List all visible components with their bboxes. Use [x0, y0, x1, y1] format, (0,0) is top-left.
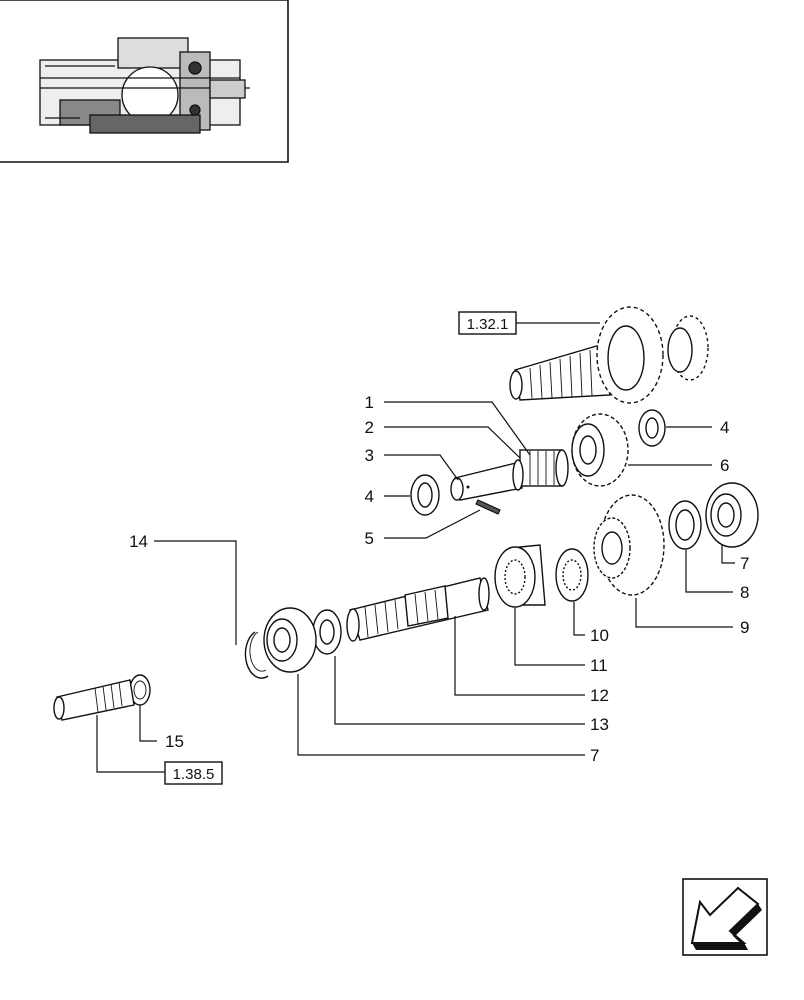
part-8-snap-ring	[668, 500, 702, 550]
part-3-shaft	[450, 459, 524, 501]
callout-7-right: 7	[740, 554, 749, 573]
callout-12: 12	[590, 686, 609, 705]
leader-lines	[139, 401, 735, 756]
callout-4-left: 4	[365, 487, 374, 506]
callout-5: 5	[365, 529, 374, 548]
back-arrow-icon	[690, 886, 762, 950]
part-9-double-gear	[593, 494, 665, 596]
part-6-gear	[571, 413, 629, 487]
callout-4-right: 4	[720, 418, 729, 437]
callout-7-left: 7	[590, 746, 599, 765]
part-7-bearing-left	[263, 607, 317, 673]
callout-15: 15	[165, 732, 184, 751]
callout-3: 3	[365, 446, 374, 465]
reference-bottom-label: 1.38.5	[173, 766, 215, 783]
callout-6: 6	[720, 456, 729, 475]
callout-1: 1	[365, 393, 374, 412]
reference-box-top[interactable]: 1.32.1	[458, 311, 600, 335]
part-13-washer	[312, 609, 342, 655]
part-1-splined-hub	[519, 449, 569, 487]
part-11-hub	[494, 544, 546, 608]
callout-9: 9	[740, 618, 749, 637]
part-14-circlip	[244, 631, 269, 679]
callout-8: 8	[740, 583, 749, 602]
part-5-roll-pin	[475, 499, 501, 515]
callout-numbers: 1 2 3 4 5 4 6 7 8 9 10 11 12 13 7 14 15	[129, 393, 749, 765]
callout-14: 14	[129, 532, 148, 551]
callout-13: 13	[590, 715, 609, 734]
part-12-main-shaft	[346, 577, 490, 642]
reference-top-label: 1.32.1	[467, 316, 509, 333]
callout-11: 11	[590, 656, 608, 675]
back-arrow-button[interactable]	[682, 878, 768, 956]
part-4-washer-right	[638, 409, 666, 447]
splined-shaft-assembly	[509, 306, 709, 404]
part-10-splined-washer	[555, 548, 589, 602]
part-4-washer-left	[410, 474, 440, 516]
callout-2: 2	[365, 418, 374, 437]
assembly-thumbnail[interactable]	[0, 0, 289, 163]
splined-stub-shaft	[53, 679, 135, 721]
part-15-snap-ring	[129, 674, 151, 706]
reference-box-bottom[interactable]: 1.38.5	[96, 715, 223, 785]
callout-10: 10	[590, 626, 609, 645]
part-7-bearing-right	[705, 482, 759, 548]
